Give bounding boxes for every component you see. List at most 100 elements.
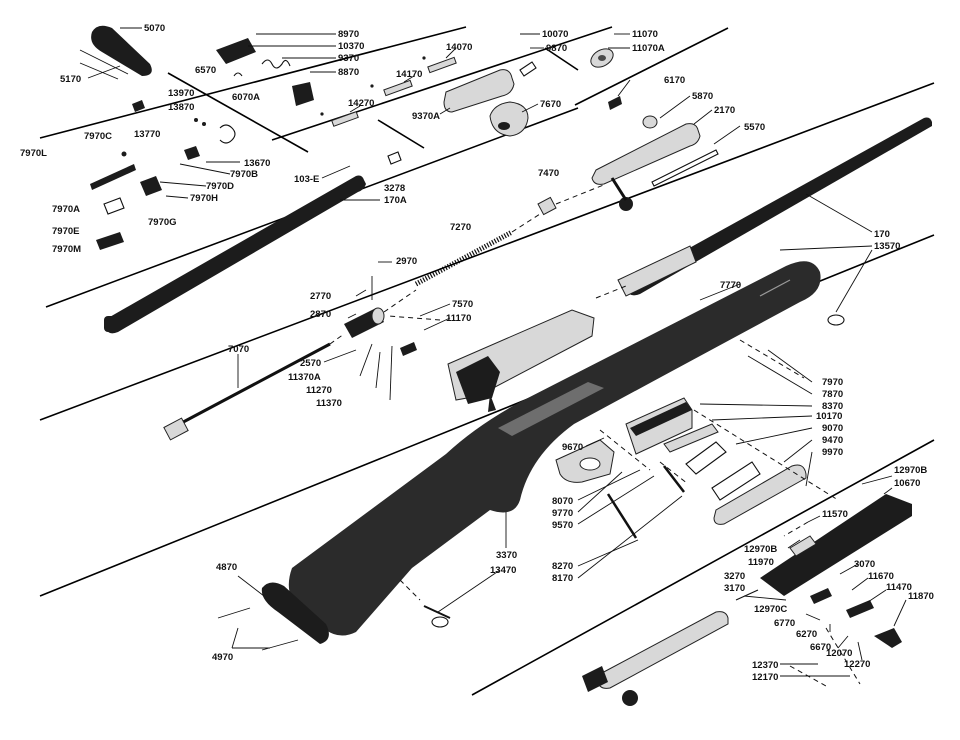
stock-3370 bbox=[288, 261, 821, 636]
label-8370: 8370 bbox=[822, 401, 843, 412]
label-7970H: 7970H bbox=[190, 193, 218, 204]
label-14170: 14170 bbox=[396, 69, 422, 80]
swivel-13470 bbox=[423, 314, 845, 628]
barrel-170 bbox=[617, 117, 932, 297]
guard-screws bbox=[606, 465, 685, 539]
trigger-guard-9670 bbox=[555, 439, 615, 483]
label-11470: 11470 bbox=[886, 582, 912, 593]
label-7670: 7670 bbox=[540, 99, 561, 110]
label-5570: 5570 bbox=[744, 122, 765, 133]
label-7570: 7570 bbox=[452, 299, 473, 310]
label-10170: 10170 bbox=[816, 411, 842, 422]
label-13670: 13670 bbox=[244, 158, 270, 169]
label-11270: 11270 bbox=[306, 385, 332, 396]
label-9770: 9770 bbox=[552, 508, 573, 519]
label-11870: 11870 bbox=[908, 591, 934, 602]
label-9970: 9970 bbox=[822, 447, 843, 458]
label-12270: 12270 bbox=[844, 659, 870, 670]
label-7270: 7270 bbox=[450, 222, 471, 233]
label-8070: 8070 bbox=[552, 496, 573, 507]
label-9370A: 9370A bbox=[412, 111, 440, 122]
label-14070: 14070 bbox=[446, 42, 472, 53]
label-12970C: 12970C bbox=[754, 604, 787, 615]
label-7970: 7970 bbox=[822, 377, 843, 388]
label-6270: 6270 bbox=[796, 629, 817, 640]
magazine-parts bbox=[625, 397, 807, 525]
label-7970B: 7970B bbox=[230, 169, 258, 180]
label-13570: 13570 bbox=[874, 241, 900, 252]
label-11570: 11570 bbox=[822, 509, 848, 520]
bolt-12170 bbox=[582, 611, 729, 706]
pins-14070-14270 bbox=[320, 56, 457, 127]
trigger-housing-10670 bbox=[735, 494, 912, 648]
assembly-dashes bbox=[329, 183, 861, 687]
firing-pin-7070 bbox=[163, 342, 331, 441]
label-11070: 11070 bbox=[632, 29, 658, 40]
label-7070: 7070 bbox=[228, 344, 249, 355]
label-9470: 9470 bbox=[822, 435, 843, 446]
label-7970L: 7970L bbox=[20, 148, 47, 159]
label-12970B-right: 12970B bbox=[894, 465, 927, 476]
grip-cap-5070 bbox=[79, 25, 152, 80]
label-9870: 9870 bbox=[546, 43, 567, 54]
label-11970: 11970 bbox=[748, 557, 774, 568]
label-6170: 6170 bbox=[664, 75, 685, 86]
part-labels: 5070 5170 8970 10370 9370 8870 6570 6070… bbox=[20, 23, 934, 683]
label-2170: 2170 bbox=[714, 105, 735, 116]
label-7770: 7770 bbox=[720, 280, 741, 291]
label-7470: 7470 bbox=[538, 168, 559, 179]
label-170A: 170A bbox=[384, 195, 407, 206]
label-6070A: 6070A bbox=[232, 92, 260, 103]
label-3278: 3278 bbox=[384, 183, 405, 194]
label-6670: 6670 bbox=[810, 642, 831, 653]
label-7970C: 7970C bbox=[84, 131, 112, 142]
label-11170: 11170 bbox=[446, 313, 471, 324]
leader-lines bbox=[87, 27, 907, 677]
label-12170: 12170 bbox=[752, 672, 778, 683]
label-3270: 3270 bbox=[724, 571, 745, 582]
label-103E: 103-E bbox=[294, 174, 319, 185]
label-5070: 5070 bbox=[144, 23, 165, 34]
label-13870: 13870 bbox=[168, 102, 194, 113]
label-11370: 11370 bbox=[316, 398, 342, 409]
label-9570: 9570 bbox=[552, 520, 573, 531]
label-3170: 3170 bbox=[724, 583, 745, 594]
label-3070: 3070 bbox=[854, 559, 875, 570]
label-7970A: 7970A bbox=[52, 204, 80, 215]
part-8970 bbox=[216, 38, 314, 106]
label-11670: 11670 bbox=[868, 571, 894, 582]
spring-7270 bbox=[414, 196, 557, 287]
label-3370: 3370 bbox=[496, 550, 517, 561]
label-9670: 9670 bbox=[562, 442, 583, 453]
label-12370: 12370 bbox=[752, 660, 778, 671]
tube-9370A bbox=[443, 61, 537, 137]
label-13770: 13770 bbox=[134, 129, 160, 140]
label-10070: 10070 bbox=[542, 29, 568, 40]
label-9370: 9370 bbox=[338, 53, 359, 64]
label-7970D: 7970D bbox=[206, 181, 234, 192]
small-parts-13670 bbox=[132, 100, 236, 160]
label-5870: 5870 bbox=[692, 91, 713, 102]
label-4970: 4970 bbox=[212, 652, 233, 663]
label-7970G: 7970G bbox=[148, 217, 177, 228]
label-12970B-left: 12970B bbox=[744, 544, 777, 555]
label-13970: 13970 bbox=[168, 88, 194, 99]
label-2970: 2970 bbox=[396, 256, 417, 267]
label-2570: 2570 bbox=[300, 358, 321, 369]
sight-parts-7970 bbox=[90, 151, 162, 250]
parts-illustration bbox=[79, 25, 932, 706]
label-11370A: 11370A bbox=[288, 372, 321, 383]
label-13470: 13470 bbox=[490, 565, 516, 576]
label-4870: 4870 bbox=[216, 562, 237, 573]
label-7870: 7870 bbox=[822, 389, 843, 400]
label-7970M: 7970M bbox=[52, 244, 81, 255]
disc-11070 bbox=[590, 48, 614, 68]
label-10670: 10670 bbox=[894, 478, 920, 489]
label-2870: 2870 bbox=[310, 309, 331, 320]
label-6770: 6770 bbox=[774, 618, 795, 629]
bolt-assembly-upper bbox=[591, 96, 719, 211]
label-14270: 14270 bbox=[348, 98, 374, 109]
label-8970: 8970 bbox=[338, 29, 359, 40]
label-11070A: 11070A bbox=[632, 43, 665, 54]
